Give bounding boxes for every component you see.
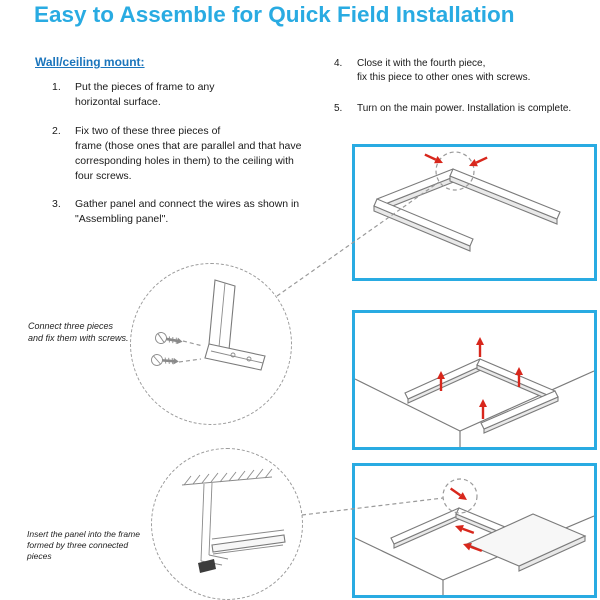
screw-guide-line xyxy=(178,358,202,363)
led-panel xyxy=(465,513,587,572)
mount-clip xyxy=(198,559,216,573)
screw-icon xyxy=(155,332,183,345)
step-1-text: Put the pieces of frame to any horizonta… xyxy=(75,81,215,108)
section-heading: Wall/ceiling mount: xyxy=(35,55,145,69)
step-5-number: 5. xyxy=(334,103,343,115)
red-arrow-icon xyxy=(479,399,487,419)
panel-insert-illustration xyxy=(181,468,286,573)
dashed-detail-circle xyxy=(442,478,478,514)
red-arrow-icon xyxy=(455,524,475,534)
panel-cross-section xyxy=(211,529,286,555)
screw-guide-line xyxy=(182,340,204,347)
instruction-steps-right: 4. Close it with the fourth piece, fix t… xyxy=(334,57,600,117)
caption-connect-pieces: Connect three pieces and fix them with s… xyxy=(28,321,129,343)
screw-icon xyxy=(151,354,179,366)
step-1: 1. Put the pieces of frame to any horizo… xyxy=(52,80,342,110)
dashed-detail-circle xyxy=(435,151,475,191)
red-arrow-icon xyxy=(476,337,484,357)
frame-corner-piece xyxy=(204,279,266,371)
corner-bracket-illustration xyxy=(151,279,266,371)
ceiling-surface xyxy=(355,370,594,447)
step-5: 5. Turn on the main power. Installation … xyxy=(334,102,600,116)
red-arrow-icon xyxy=(463,542,483,552)
ceiling-hatch xyxy=(181,468,273,486)
frame-pieces-flat xyxy=(373,168,561,252)
figure-connect-frame xyxy=(352,144,597,281)
step-2: 2. Fix two of these three pieces of fram… xyxy=(52,124,342,184)
red-arrow-icon xyxy=(437,371,445,391)
panel-into-frame-illustration xyxy=(355,478,594,595)
red-arrow-icon xyxy=(424,153,443,164)
step-3: 3. Gather panel and connect the wires as… xyxy=(52,197,342,227)
red-arrow-icon xyxy=(515,367,523,387)
step-2-number: 2. xyxy=(52,124,61,137)
step-3-number: 3. xyxy=(52,198,61,211)
step-3-text: Gather panel and connect the wires as sh… xyxy=(75,198,300,226)
step-5-text: Turn on the main power. Installation is … xyxy=(357,103,572,115)
instruction-steps-left: 1. Put the pieces of frame to any horizo… xyxy=(52,80,342,227)
caption-insert-panel: Insert the panel into the frame formed b… xyxy=(27,529,140,562)
frame-layout-illustration xyxy=(373,151,561,252)
detail-view-connect-corner xyxy=(130,263,292,425)
step-4: 4. Close it with the fourth piece, fix t… xyxy=(334,57,600,85)
red-arrow-icon xyxy=(469,156,488,167)
red-arrow-icon xyxy=(449,487,467,500)
step-1-number: 1. xyxy=(52,81,61,93)
figure-fix-frame xyxy=(352,310,597,450)
figure-insert-panel xyxy=(352,463,597,598)
detail-view-insert-panel xyxy=(151,448,303,600)
step-4-text: Close it with the fourth piece, fix this… xyxy=(357,58,531,84)
step-2-text: Fix two of these three pieces of frame (… xyxy=(75,124,302,182)
page-title: Easy to Assemble for Quick Field Install… xyxy=(34,2,515,27)
frame-on-ceiling-illustration xyxy=(355,337,594,447)
step-4-number: 4. xyxy=(334,58,343,69)
